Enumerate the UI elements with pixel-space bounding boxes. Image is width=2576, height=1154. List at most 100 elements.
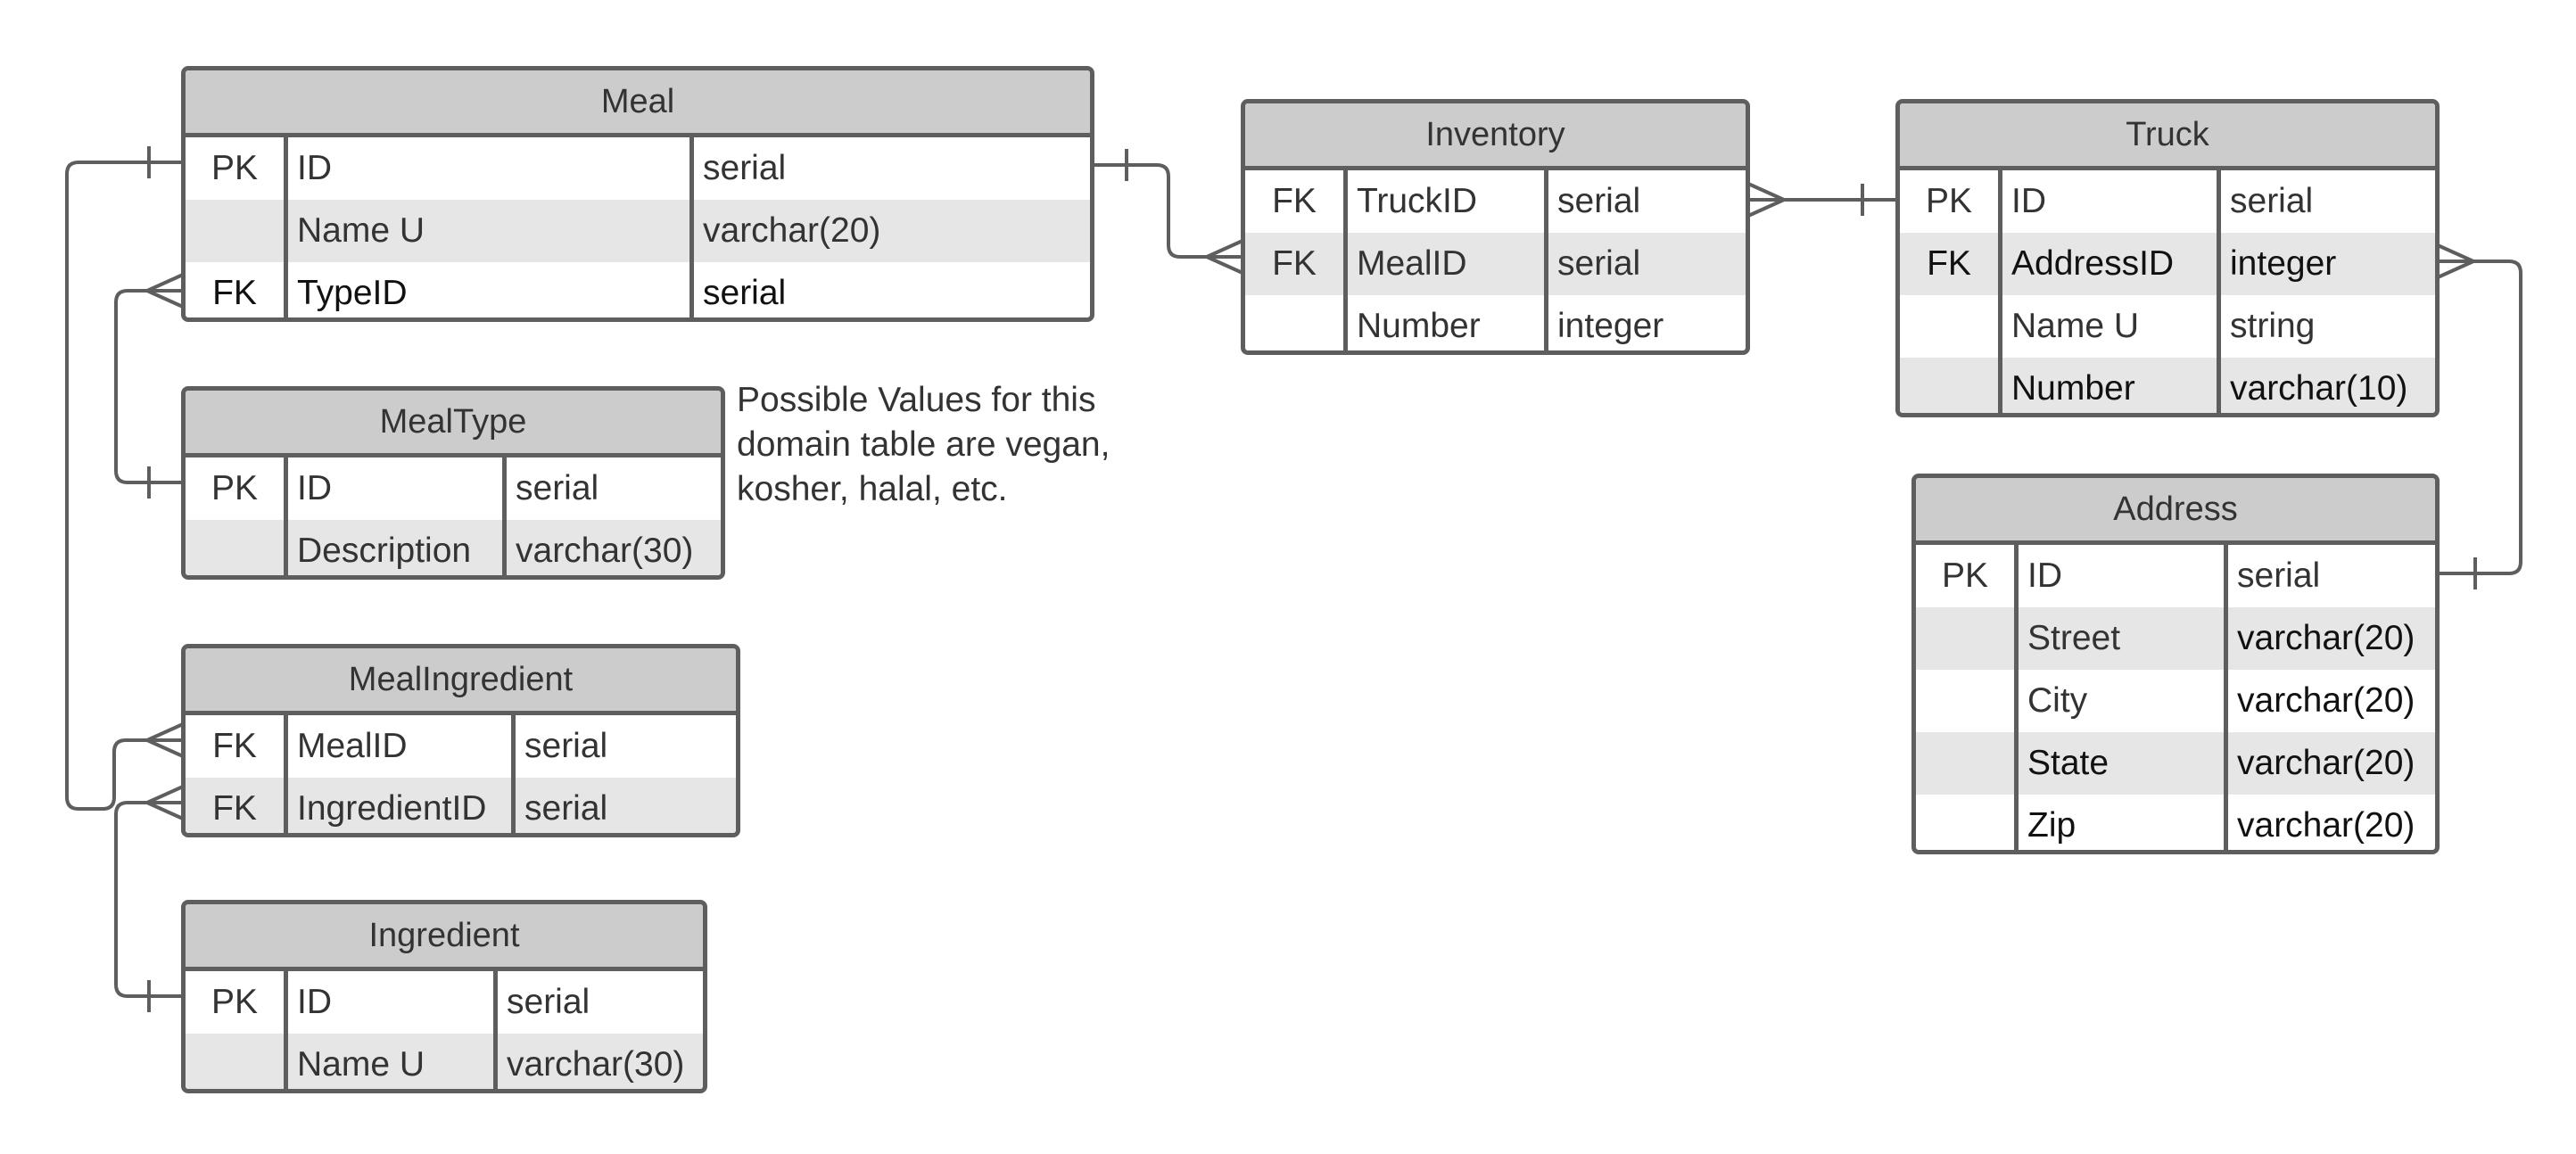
- column-type: varchar(20): [2237, 806, 2415, 845]
- key-cell: [186, 200, 288, 262]
- key-cell: FK: [1245, 233, 1348, 295]
- key-cell: FK: [1900, 233, 2002, 295]
- column-name: Number: [1348, 295, 1548, 350]
- key-cell: [186, 520, 288, 575]
- column-name: IngredientID: [288, 778, 516, 833]
- column-type: varchar(20): [2237, 619, 2415, 657]
- column-name: ID: [288, 971, 498, 1034]
- column-type: serial: [2237, 556, 2321, 595]
- table-row: Zip varchar(20): [1916, 795, 2435, 850]
- note-line: domain table are vegan,: [737, 425, 1110, 464]
- table-row: PK ID serial: [1916, 545, 2435, 607]
- note-line: Possible Values for this: [737, 381, 1096, 419]
- key-cell: PK: [186, 457, 288, 520]
- key-cell: PK: [186, 137, 288, 200]
- table-row: Name U varchar(20): [186, 200, 1090, 262]
- column-type: serial: [703, 274, 787, 312]
- entity-address[interactable]: Address PK ID serial Street varchar(20) …: [1911, 474, 2440, 854]
- key-cell: [1900, 295, 2002, 358]
- key-cell: [1916, 732, 2019, 795]
- table-row: FK MealID serial: [186, 715, 736, 778]
- rel-truck-inventory: [1747, 182, 1897, 218]
- entity-title: Inventory: [1245, 103, 1746, 170]
- note-line: kosher, halal, etc.: [737, 470, 1008, 508]
- column-type: varchar(20): [703, 211, 881, 250]
- table-row: FK TypeID serial: [186, 262, 1090, 317]
- column-name: TruckID: [1348, 170, 1548, 233]
- key-cell: PK: [1900, 170, 2002, 233]
- column-type: serial: [524, 789, 608, 828]
- column-type: integer: [2230, 244, 2337, 283]
- entity-meal-ingredient[interactable]: MealIngredient FK MealID serial FK Ingre…: [181, 644, 740, 837]
- table-row: FK AddressID integer: [1900, 233, 2435, 295]
- entity-truck[interactable]: Truck PK ID serial FK AddressID integer …: [1895, 99, 2440, 417]
- key-cell: PK: [1916, 545, 2019, 607]
- table-row: FK TruckID serial: [1245, 170, 1746, 233]
- rel-meal-mealingredient: [65, 146, 184, 811]
- table-row: FK MealID serial: [1245, 233, 1746, 295]
- column-type: integer: [1557, 307, 1664, 345]
- column-name: ID: [288, 137, 694, 200]
- column-type: varchar(20): [2237, 744, 2415, 782]
- table-row: City varchar(20): [1916, 670, 2435, 732]
- column-type: serial: [1557, 182, 1641, 220]
- column-name: Name U: [288, 1034, 498, 1089]
- column-name: Street: [2019, 607, 2228, 670]
- table-row: Number integer: [1245, 295, 1746, 350]
- column-name: TypeID: [288, 262, 694, 317]
- entity-title: MealIngredient: [186, 648, 736, 715]
- column-type: varchar(30): [516, 532, 694, 570]
- column-type: serial: [516, 469, 599, 507]
- entity-inventory[interactable]: Inventory FK TruckID serial FK MealID se…: [1241, 99, 1750, 355]
- table-row: Description varchar(30): [186, 520, 721, 575]
- entity-title: Truck: [1900, 103, 2435, 170]
- table-row: Name U varchar(30): [186, 1034, 703, 1089]
- domain-note: Possible Values for this domain table ar…: [737, 378, 1183, 512]
- column-name: ID: [288, 457, 507, 520]
- table-row: FK IngredientID serial: [186, 778, 736, 833]
- entity-ingredient[interactable]: Ingredient PK ID serial Name U varchar(3…: [181, 900, 707, 1093]
- entity-title: Meal: [186, 70, 1090, 137]
- table-row: Name U string: [1900, 295, 2435, 358]
- table-row: Street varchar(20): [1916, 607, 2435, 670]
- column-type: varchar(20): [2237, 681, 2415, 720]
- key-cell: [1245, 295, 1348, 350]
- column-name: MealID: [1348, 233, 1548, 295]
- column-name: Name U: [288, 200, 694, 262]
- entity-meal-type[interactable]: MealType PK ID serial Description varcha…: [181, 386, 725, 580]
- rel-ingredient-mealingredient: [114, 785, 184, 1012]
- key-cell: FK: [186, 715, 288, 778]
- key-cell: PK: [186, 971, 288, 1034]
- table-row: PK ID serial: [1900, 170, 2435, 233]
- column-name: Name U: [2002, 295, 2221, 358]
- column-name: Description: [288, 520, 507, 575]
- key-cell: FK: [186, 778, 288, 833]
- entity-title: Address: [1916, 478, 2435, 545]
- column-name: Zip: [2019, 795, 2228, 850]
- table-row: PK ID serial: [186, 457, 721, 520]
- column-name: AddressID: [2002, 233, 2221, 295]
- column-name: MealID: [288, 715, 516, 778]
- rel-address-truck: [2437, 243, 2522, 589]
- table-row: State varchar(20): [1916, 732, 2435, 795]
- column-name: ID: [2019, 545, 2228, 607]
- table-row: Number varchar(10): [1900, 358, 2435, 413]
- column-name: City: [2019, 670, 2228, 732]
- entity-title: MealType: [186, 391, 721, 457]
- column-name: State: [2019, 732, 2228, 795]
- column-type: serial: [1557, 244, 1641, 283]
- column-type: varchar(30): [507, 1045, 685, 1084]
- entity-meal[interactable]: Meal PK ID serial Name U varchar(20) FK …: [181, 66, 1094, 322]
- column-type: serial: [507, 983, 590, 1021]
- key-cell: FK: [1245, 170, 1348, 233]
- rel-meal-inventory: [1093, 149, 1243, 275]
- column-type: string: [2230, 307, 2316, 345]
- key-cell: [186, 1034, 288, 1089]
- table-row: PK ID serial: [186, 137, 1090, 200]
- key-cell: [1916, 795, 2019, 850]
- key-cell: FK: [186, 262, 288, 317]
- column-name: Number: [2002, 358, 2221, 413]
- column-type: serial: [524, 727, 608, 765]
- key-cell: [1900, 358, 2002, 413]
